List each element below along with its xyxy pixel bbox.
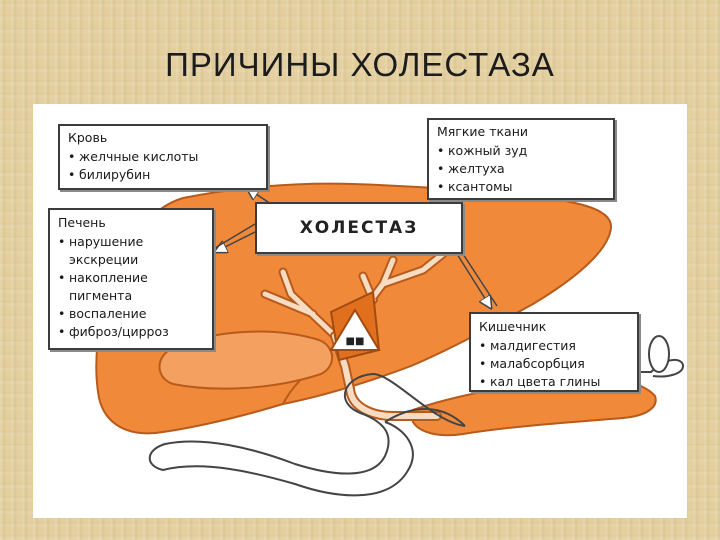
intestine-item: малабсорбция: [479, 355, 629, 373]
liver-item: накопление: [58, 269, 204, 287]
soft-tissue-item: желтуха: [437, 160, 605, 178]
tube-end: [648, 335, 670, 373]
liver-item: фиброз/цирроз: [58, 323, 204, 341]
intestine-item: кал цвета глины: [479, 373, 629, 391]
soft-tissue-title: Мягкие ткани: [437, 124, 528, 139]
liver-box: Печень нарушение экскреции накопление пи…: [48, 208, 214, 350]
liver-item: воспаление: [58, 305, 204, 323]
soft-tissue-item: ксантомы: [437, 178, 605, 196]
slide-title: ПРИЧИНЫ ХОЛЕСТАЗА: [165, 46, 555, 83]
liver-item-continued: пигмента: [69, 288, 133, 303]
diagram-panel: ■■ ? ? Кровь желчные кислоты билирубин М…: [33, 104, 687, 518]
blood-item: билирубин: [68, 166, 258, 184]
duodenum-shape: [148, 372, 466, 497]
cholestasis-label: ХОЛЕСТАЗ: [255, 202, 463, 254]
soft-tissue-box: Мягкие ткани кожный зуд желтуха ксантомы: [427, 118, 615, 200]
hepatobiliary-illustration: ■■ ? ?: [95, 150, 685, 497]
intestine-box: Кишечник малдигестия малабсорбция кал цв…: [469, 312, 639, 392]
liver-item: нарушение: [58, 233, 204, 251]
liver-item-continued: экскреции: [69, 252, 139, 267]
intestine-title: Кишечник: [479, 319, 547, 334]
blood-item: желчные кислоты: [68, 148, 258, 166]
svg-text:■■: ■■: [346, 336, 365, 347]
liver-title: Печень: [58, 215, 106, 230]
soft-tissue-item: кожный зуд: [437, 142, 605, 160]
stop-sign-icon: ■■: [329, 290, 381, 362]
blood-box: Кровь желчные кислоты билирубин: [58, 124, 268, 190]
blood-title: Кровь: [68, 130, 108, 145]
intestine-item: малдигестия: [479, 337, 629, 355]
